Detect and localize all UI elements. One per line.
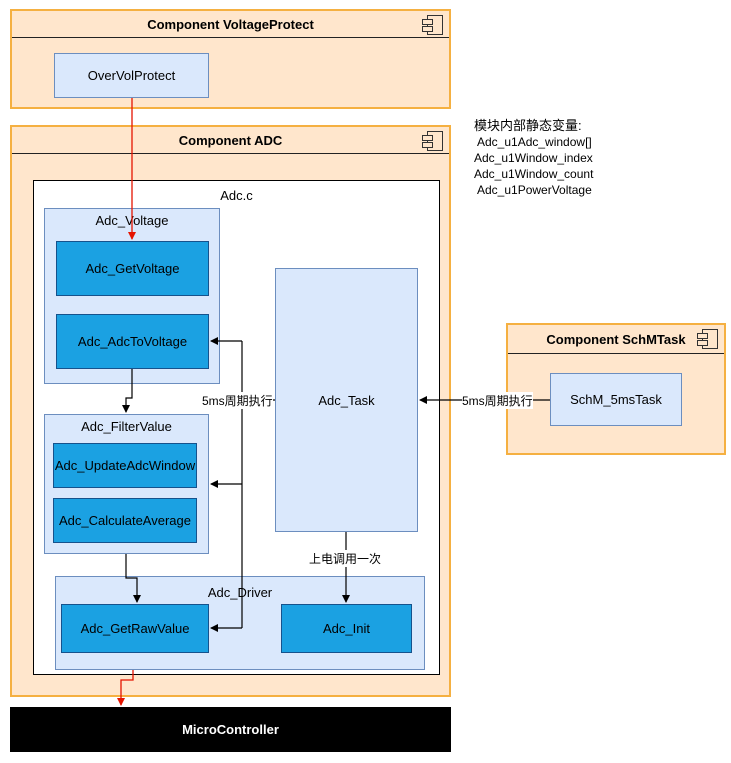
adc-updateadcwindow-box: Adc_UpdateAdcWindow — [53, 443, 197, 488]
notes-title: 模块内部静态变量: — [474, 118, 582, 133]
notes-line: Adc_u1PowerVoltage — [477, 183, 592, 197]
component-icon — [422, 131, 443, 151]
adc-task-box: Adc_Task — [275, 268, 418, 532]
component-schmtask-title: Component SchMTask — [508, 325, 724, 354]
notes-line: Adc_u1Adc_window[] — [477, 135, 592, 149]
microcontroller-box: MicroController — [10, 707, 451, 752]
adc-calculateaverage-box: Adc_CalculateAverage — [53, 498, 197, 543]
adc-init-box: Adc_Init — [281, 604, 412, 653]
adc-filtervalue-title: Adc_FilterValue — [81, 419, 172, 434]
component-icon — [697, 329, 718, 349]
adc-voltage-title: Adc_Voltage — [95, 213, 169, 228]
schm-5mstask-box: SchM_5msTask — [550, 373, 682, 426]
adc-adctovoltage-box: Adc_AdcToVoltage — [56, 314, 209, 369]
notes-line: Adc_u1Window_count — [474, 167, 594, 181]
adc-getrawvalue-box: Adc_GetRawValue — [61, 604, 209, 653]
component-icon — [422, 15, 443, 35]
component-adc-title: Component ADC — [12, 127, 449, 154]
component-voltageprotect-title: Component VoltageProtect — [12, 11, 449, 38]
adc-c-label: Adc.c — [220, 188, 253, 203]
notes-line: Adc_u1Window_index — [474, 151, 593, 165]
adc-driver-title: Adc_Driver — [207, 585, 273, 600]
static-variables-notes: 模块内部静态变量: Adc_u1Adc_window[] Adc_u1Windo… — [474, 118, 593, 198]
label-power-on: 上电调用一次 — [309, 550, 382, 567]
label-periodic-left: 5ms周期执行 — [202, 392, 273, 409]
adc-getvoltage-box: Adc_GetVoltage — [56, 241, 209, 296]
label-periodic-right: 5ms周期执行 — [462, 392, 533, 409]
overvolprotect-box: OverVolProtect — [54, 53, 209, 98]
